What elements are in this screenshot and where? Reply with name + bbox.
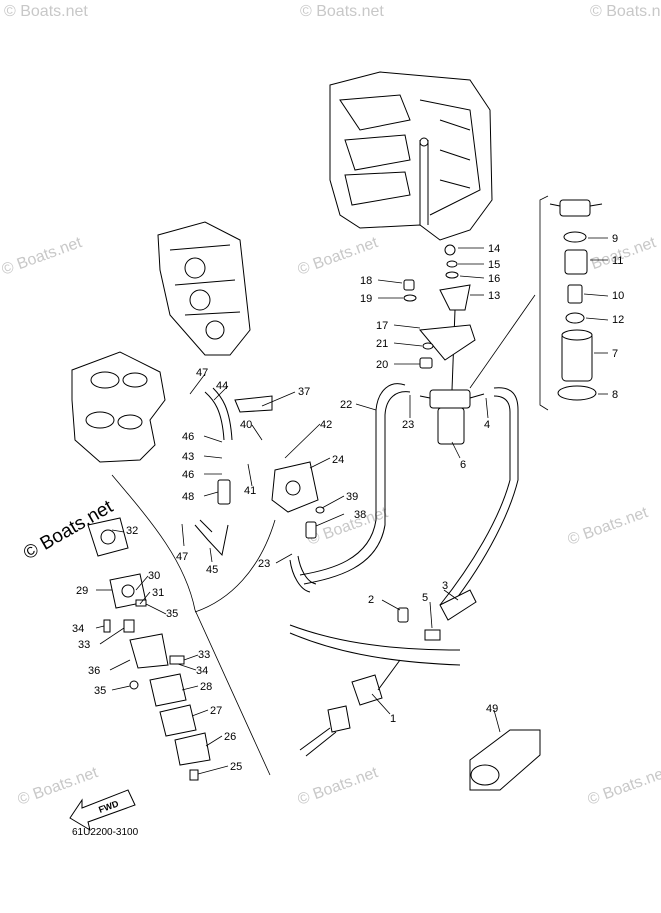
bottom-cowling (289, 607, 461, 757)
watermark: © Boats.net (590, 3, 661, 20)
callout-4: 4 (484, 419, 490, 431)
callout-45: 45 (206, 564, 218, 576)
callout-24: 24 (332, 454, 344, 466)
fuel-pump (194, 387, 325, 557)
callout-22: 22 (340, 399, 352, 411)
watermark: © Boats.net (4, 3, 88, 20)
filter-bracket (539, 195, 549, 411)
callout-47: 47 (196, 367, 208, 379)
callout-30: 30 (148, 570, 160, 582)
callout-39: 39 (346, 491, 358, 503)
fuel-filter-assembly (403, 244, 485, 445)
boot-part-49 (469, 729, 541, 791)
callout-15: 15 (488, 259, 500, 271)
callout-47: 47 (176, 551, 188, 563)
callout-46: 46 (182, 469, 194, 481)
callout-35: 35 (94, 685, 106, 697)
callout-2: 2 (368, 594, 374, 606)
watermark: © Boats.net (300, 3, 384, 20)
callout-8: 8 (612, 389, 618, 401)
callout-49: 49 (486, 703, 498, 715)
callout-20: 20 (376, 359, 388, 371)
callout-40: 40 (240, 419, 252, 431)
callout-17: 17 (376, 320, 388, 332)
diagram-code: 61U2200-3100 (72, 827, 139, 838)
fuel-hoses (289, 383, 519, 621)
callout-13: 13 (488, 290, 500, 302)
callout-36: 36 (88, 665, 100, 677)
callout-31: 31 (152, 587, 164, 599)
watermark: © Boats.net (0, 234, 85, 279)
callout-11: 11 (612, 255, 623, 267)
callout-34: 34 (72, 623, 84, 635)
callout-5: 5 (422, 592, 428, 604)
callout-34: 34 (196, 665, 208, 677)
callout-26: 26 (224, 731, 236, 743)
callout-7: 7 (612, 348, 618, 360)
engine-block (329, 71, 493, 241)
callout-12: 12 (612, 314, 624, 326)
callout-38: 38 (354, 509, 366, 521)
callout-32: 32 (126, 525, 138, 537)
callout-10: 10 (612, 290, 624, 302)
intake-manifold (71, 351, 166, 463)
callout-43: 43 (182, 451, 194, 463)
callout-18: 18 (360, 275, 372, 287)
callout-33: 33 (78, 639, 90, 651)
callout-1: 1 (390, 713, 396, 725)
callout-25: 25 (230, 761, 242, 773)
callout-48: 48 (182, 491, 194, 503)
callout-28: 28 (200, 681, 212, 693)
callout-27: 27 (210, 705, 222, 717)
callout-41: 41 (244, 485, 256, 497)
fuel-filter-exploded (549, 199, 603, 401)
callout-46: 46 (182, 431, 194, 443)
subassembly-link (194, 519, 276, 613)
watermark: © Boats.net (586, 764, 661, 809)
fwd-arrow: FWD (69, 789, 136, 832)
callout-44: 44 (216, 380, 228, 392)
callout-42: 42 (320, 419, 332, 431)
watermark: © Boats.net (296, 764, 381, 809)
callout-19: 19 (360, 293, 372, 305)
filter-link (469, 294, 536, 389)
callout-35: 35 (166, 608, 178, 620)
pump-body-exploded (87, 517, 211, 781)
callouts: 9 11 10 12 7 8 14 15 16 13 18 19 17 21 2… (72, 233, 624, 773)
watermark: © Boats.net (296, 234, 381, 279)
callout-16: 16 (488, 273, 500, 285)
leader-lines (95, 237, 609, 775)
callout-23: 23 (402, 419, 414, 431)
watermark: © Boats.net (566, 504, 651, 549)
subassembly-bracket (111, 474, 271, 776)
cylinder-head (157, 221, 251, 356)
callout-3: 3 (442, 580, 448, 592)
callout-9: 9 (612, 233, 618, 245)
callout-33: 33 (198, 649, 210, 661)
callout-14: 14 (488, 243, 500, 255)
callout-6: 6 (460, 459, 466, 471)
callout-21: 21 (376, 338, 388, 350)
callout-37: 37 (298, 386, 310, 398)
callout-29: 29 (76, 585, 88, 597)
callout-23: 23 (258, 558, 270, 570)
watermark: © Boats.net (16, 764, 101, 809)
